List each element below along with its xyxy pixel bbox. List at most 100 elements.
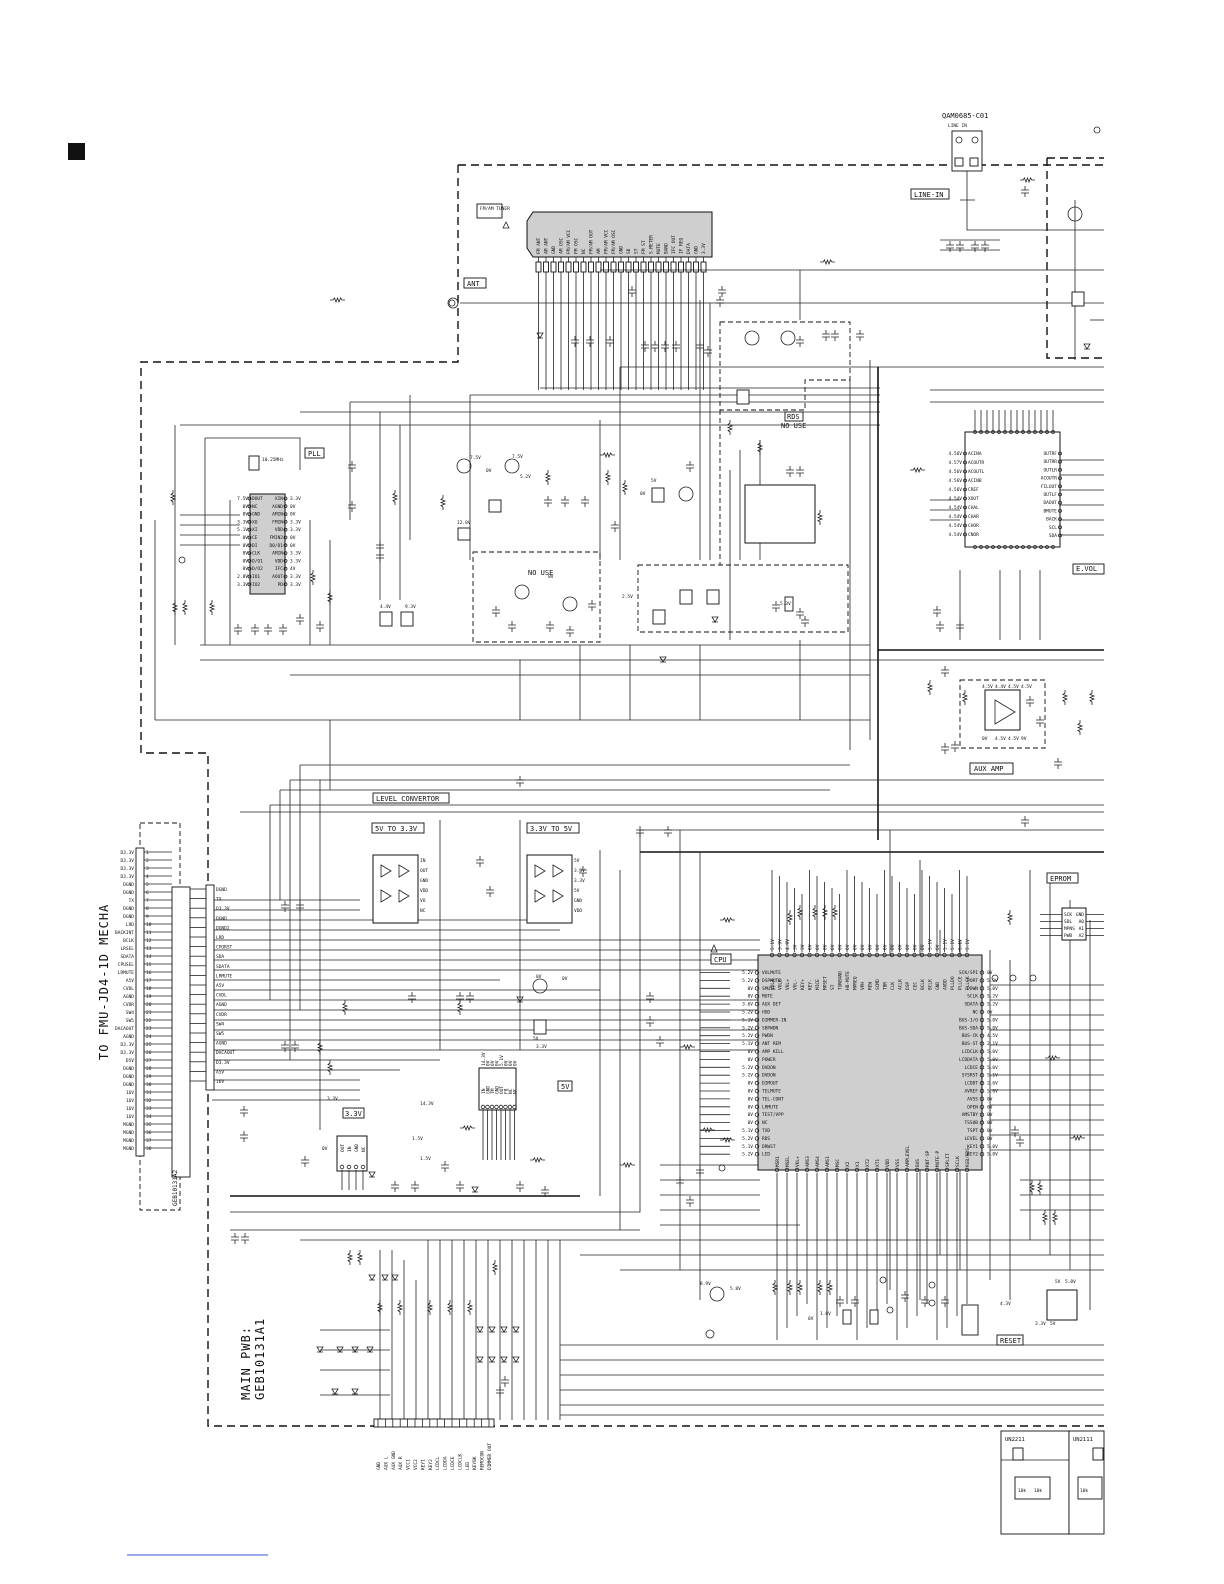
evol-pin-left: ACOUTL bbox=[968, 469, 985, 475]
eprom-ic bbox=[1061, 907, 1087, 941]
resistor bbox=[326, 590, 334, 605]
capacitor bbox=[672, 341, 680, 352]
main-conn-pin-label: DGND bbox=[216, 887, 227, 893]
cpu-pin-left: HOD bbox=[762, 1010, 770, 1016]
evol-label: E.VOL bbox=[1076, 565, 1097, 573]
evol-pin-dot bbox=[1058, 467, 1062, 472]
capacitor bbox=[1054, 758, 1062, 769]
reset-detector-ic bbox=[1046, 1289, 1078, 1321]
mecha-pin-label: D3.3V bbox=[120, 874, 134, 880]
cpu-pin-dot bbox=[882, 952, 887, 958]
voltage-label: 3.3V bbox=[536, 1044, 547, 1050]
tuner-pin-box bbox=[625, 261, 632, 273]
cpu-pin-left: TELMUTE bbox=[762, 1089, 781, 1095]
diode bbox=[476, 1326, 484, 1333]
level-conv-pin: NC bbox=[420, 908, 426, 914]
level-conv-pin: 3.3V bbox=[574, 878, 585, 884]
evol-voltage: 4.54V bbox=[948, 532, 962, 538]
evol-pin-labels: ACINA4.56VACOUTR4.57VACOUTL4.56VACINB4.5… bbox=[948, 410, 1062, 549]
mecha-pin-number: 3 bbox=[146, 866, 149, 872]
reg-5v-pin: GND bbox=[495, 1086, 501, 1094]
cpu-pin-dot bbox=[754, 1144, 760, 1149]
cpu-voltage-top: 5.1V bbox=[950, 939, 956, 950]
cpu-pin-right: SYSRST bbox=[962, 1073, 979, 1079]
conv-33-to-5-label: 3.3V TO 5V bbox=[530, 825, 573, 833]
cpu-label: CPU bbox=[714, 956, 727, 964]
mecha-pin-label: LRSEL bbox=[120, 946, 134, 952]
resistor bbox=[171, 600, 179, 615]
reg-33v-label: 3.3V bbox=[345, 1110, 363, 1118]
evol-voltage: 4.54V bbox=[948, 514, 962, 520]
evol-pin-right: OUTLR bbox=[1043, 467, 1057, 473]
cpu-pin-dot bbox=[784, 1167, 790, 1173]
cpu-pin-top: MPSET bbox=[823, 976, 829, 990]
voltage-label: 1.8V bbox=[820, 1311, 831, 1317]
mecha-pin-number: 10 bbox=[146, 922, 152, 928]
evol-voltage: 4.56V bbox=[948, 469, 962, 475]
buffer-gate bbox=[398, 889, 410, 903]
diode bbox=[516, 996, 524, 1003]
tuner-pin-box bbox=[550, 261, 557, 273]
tuner-pin-box bbox=[603, 261, 609, 273]
mecha-pin-label: DGND bbox=[123, 890, 134, 896]
pll-pin-right: FMIN2 bbox=[269, 535, 283, 541]
main-connector bbox=[205, 884, 215, 1091]
main-conn-pin-label: 16V bbox=[216, 1079, 224, 1085]
cpu-pin-bottom: SCLK bbox=[955, 1156, 961, 1167]
main-board-outline bbox=[140, 164, 1104, 1427]
resistor bbox=[466, 1300, 474, 1315]
voltage-label: 3.3V bbox=[1035, 1321, 1046, 1327]
reg-5v-pin-dot bbox=[507, 1104, 513, 1110]
capacitor bbox=[796, 608, 804, 619]
capacitor bbox=[646, 992, 654, 1003]
evol-pin-right: OUTRF bbox=[1043, 451, 1057, 457]
cpu-pin-left: LED bbox=[762, 1152, 770, 1158]
evol-voltage: 4.56V bbox=[948, 451, 962, 457]
buffer-gate bbox=[380, 864, 392, 878]
tuner-pin-label: AM OSC bbox=[559, 237, 565, 254]
pll-pin-dot bbox=[247, 559, 252, 563]
tuner-pin-label: FM OSC bbox=[574, 237, 580, 254]
cpu-voltage-right: 5.0V bbox=[987, 986, 998, 992]
cpu-pin-right: BUS-ST bbox=[962, 1041, 979, 1047]
pll-pin-dot bbox=[283, 520, 288, 524]
voltage-label: 0V bbox=[486, 468, 492, 474]
main-pwb-label: MAIN PWB: bbox=[239, 1326, 253, 1400]
cpu-pin-top: HB-MUTE bbox=[845, 971, 851, 990]
cpu-pin-bottom: MSC bbox=[835, 1159, 841, 1167]
capacitor bbox=[606, 336, 614, 347]
main-conn-pin-label: CVDR bbox=[216, 1012, 227, 1018]
evol-pin-right: OUTLF bbox=[1043, 492, 1057, 498]
evol-pin-right: DAOUT bbox=[1043, 500, 1057, 506]
main-conn-pin-label: DACAOUT bbox=[216, 1050, 235, 1056]
aux-voltage: 0V bbox=[982, 736, 988, 742]
capacitor bbox=[296, 901, 304, 912]
cpu-pin-dot bbox=[807, 952, 812, 958]
evol-pin-dot bbox=[963, 532, 967, 537]
cpu-pin-right: BUS-I/O bbox=[959, 1017, 978, 1023]
pll-tag bbox=[304, 447, 325, 459]
cpu-pin-dot bbox=[944, 1167, 950, 1173]
mecha-pin-label: DACAOUT bbox=[115, 1026, 134, 1032]
tuner-pin-label: FM/AM VCC bbox=[604, 229, 610, 254]
capacitor bbox=[801, 616, 809, 627]
pll-pin-dot bbox=[247, 520, 252, 524]
resistor bbox=[1041, 1210, 1049, 1225]
cpu-pin-dot bbox=[957, 952, 962, 958]
capacitor bbox=[516, 776, 524, 787]
tuner-pin-box bbox=[595, 261, 602, 273]
cpu-pin-top: TBR bbox=[883, 982, 889, 990]
capacitor bbox=[716, 296, 724, 307]
evol-pin-left: ACOUTR bbox=[968, 460, 985, 466]
cpu-pin-dot bbox=[754, 1017, 760, 1023]
resistor bbox=[439, 495, 447, 510]
cpu-pin-dot bbox=[754, 1072, 760, 1078]
reset-label: RESET bbox=[1000, 1337, 1022, 1345]
resistor bbox=[811, 905, 819, 920]
cpu-pin-dot bbox=[754, 1096, 760, 1102]
mecha-pin-number: 15 bbox=[146, 962, 152, 968]
resistor bbox=[309, 570, 317, 585]
pll-pin-dot bbox=[283, 551, 288, 555]
